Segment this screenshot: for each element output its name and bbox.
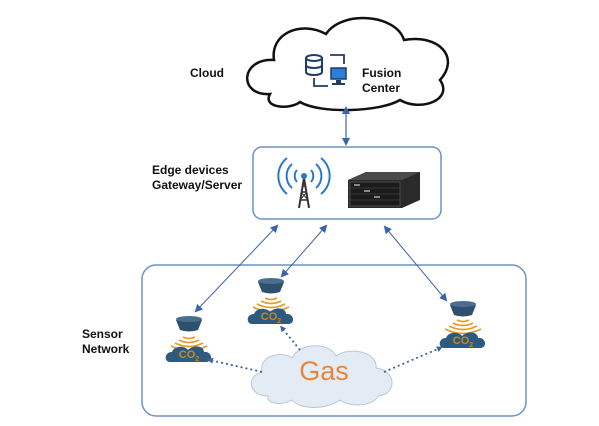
edge-sensor-link-right bbox=[383, 225, 448, 302]
sync-arrows-icon bbox=[313, 54, 345, 87]
co2-subscript: 2 bbox=[195, 356, 200, 364]
gas-cloud bbox=[251, 345, 393, 408]
cloud-label: Cloud bbox=[190, 66, 224, 80]
gas-label: Gas bbox=[299, 356, 349, 386]
co2-label-right: CO2 bbox=[441, 335, 485, 349]
tower-icon bbox=[277, 157, 331, 209]
server-icon bbox=[348, 172, 420, 208]
fusion-center-label: Fusion Center bbox=[362, 66, 401, 96]
edge-sensor-link-left bbox=[194, 224, 279, 313]
computer-icon bbox=[330, 67, 347, 85]
co2-text: CO bbox=[452, 335, 470, 347]
gas-to-sensor-left bbox=[207, 357, 263, 373]
cloud-shape bbox=[246, 16, 450, 112]
sensor-label-line-2: Network bbox=[82, 342, 130, 356]
sensor-network-label: Sensor Network bbox=[82, 327, 129, 357]
co2-text: CO bbox=[178, 349, 196, 361]
edge-sensor-link-middle bbox=[280, 224, 328, 278]
co2-text: CO bbox=[260, 311, 278, 323]
fusion-center-line-1: Fusion bbox=[362, 66, 402, 80]
sensor-label-line-1: Sensor bbox=[82, 327, 123, 341]
sensor-node-left bbox=[165, 316, 212, 362]
gas-to-sensor-right bbox=[383, 346, 443, 373]
edge-label-line-1: Edge devices bbox=[152, 163, 229, 177]
sensor-node-right bbox=[439, 301, 486, 348]
co2-subscript: 2 bbox=[277, 318, 282, 326]
co2-label-middle: CO2 bbox=[249, 311, 293, 325]
co2-subscript: 2 bbox=[469, 342, 474, 350]
sensor-node-middle bbox=[247, 278, 294, 324]
co2-label-left: CO2 bbox=[167, 349, 211, 363]
edge-devices-label: Edge devices Gateway/Server bbox=[152, 163, 242, 193]
database-icon bbox=[305, 54, 323, 76]
fusion-center-line-2: Center bbox=[362, 81, 401, 95]
edge-label-line-2: Gateway/Server bbox=[152, 178, 243, 192]
